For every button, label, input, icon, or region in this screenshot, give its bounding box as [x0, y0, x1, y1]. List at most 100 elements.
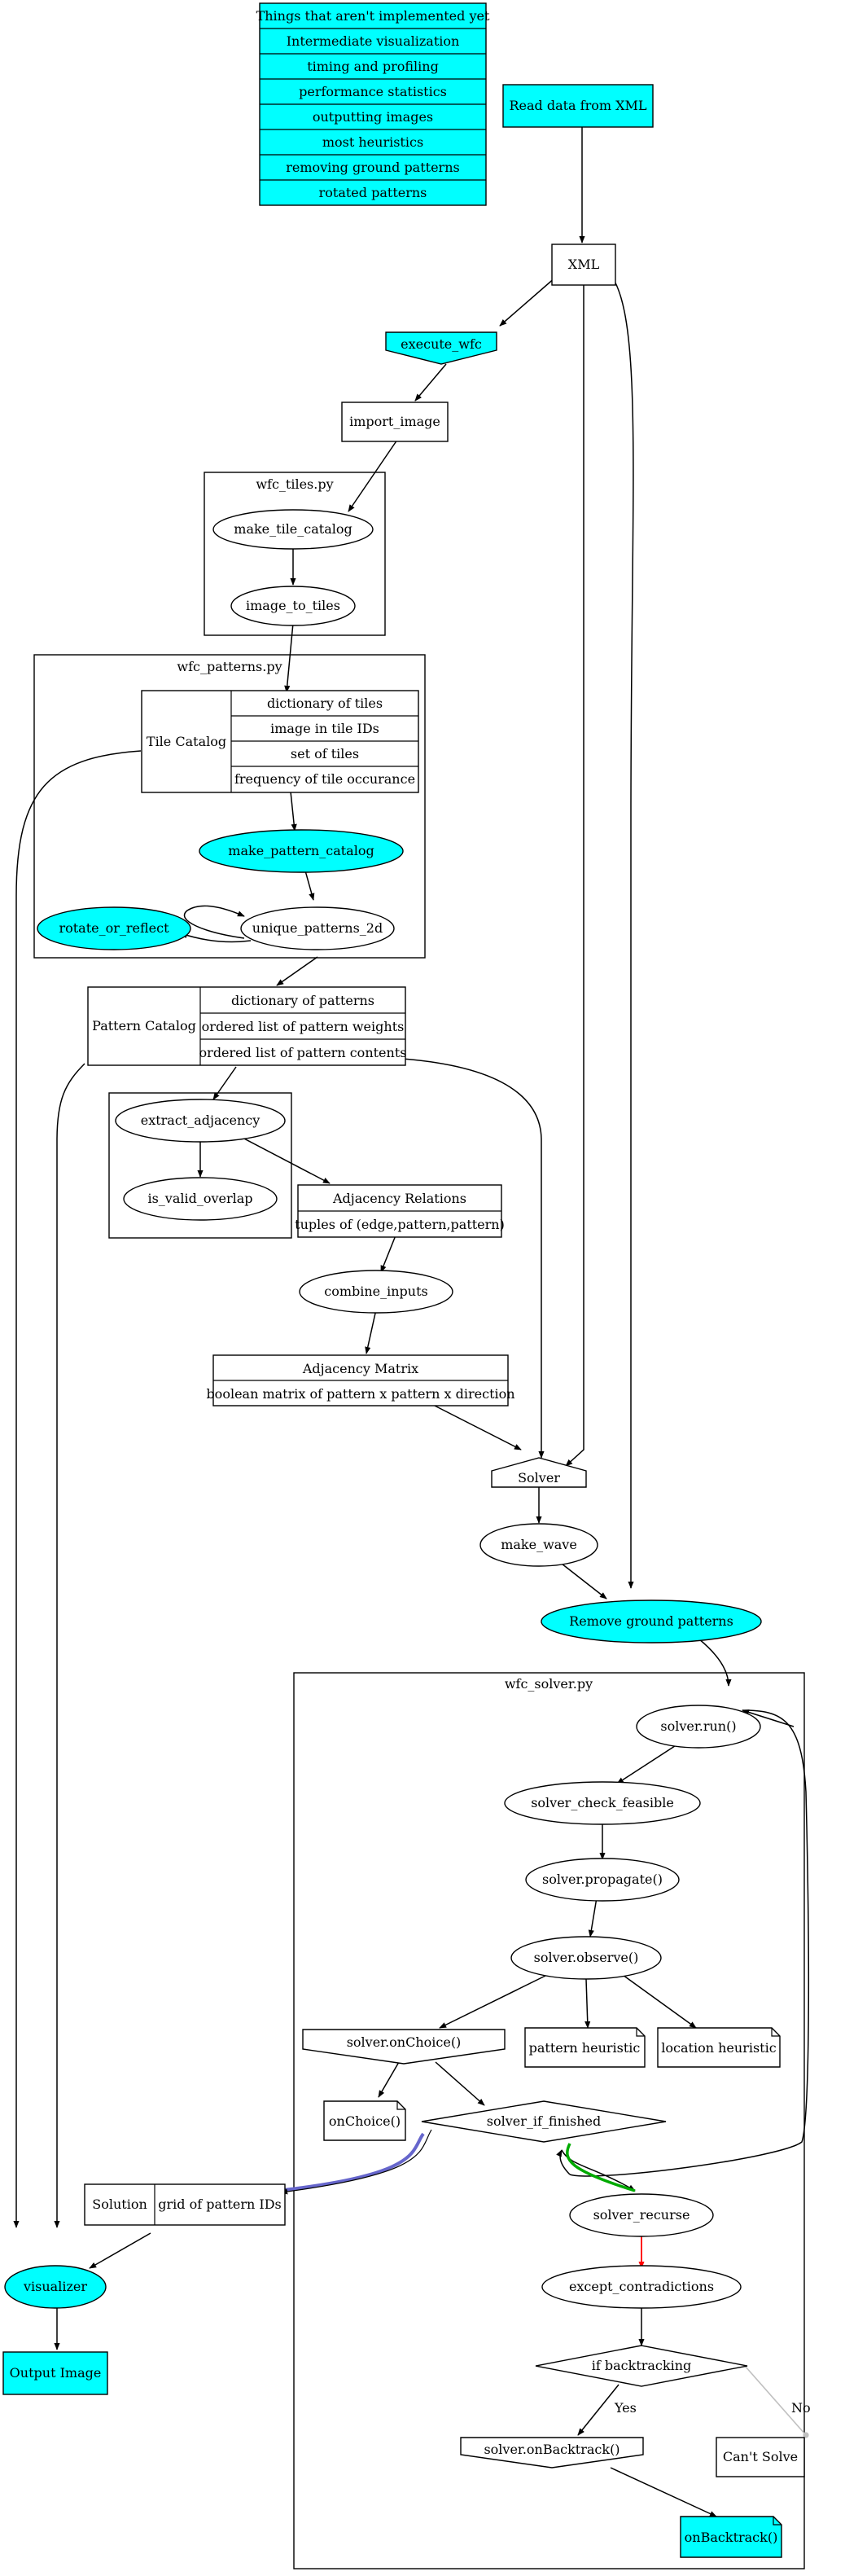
node-if-backtracking: if backtracking — [535, 2345, 748, 2387]
make-pattern-catalog-label: make_pattern_catalog — [228, 843, 374, 858]
node-make-wave: make_wave — [479, 1523, 598, 1567]
visualizer-label: visualizer — [23, 2279, 87, 2294]
read-xml-label: Read data from XML — [509, 98, 646, 113]
node-solver-run: solver.run() — [636, 1705, 761, 1749]
location-heuristic-label: location heuristic — [661, 2040, 776, 2056]
node-location-heuristic: location heuristic — [657, 2027, 781, 2068]
node-solver-onchoice: solver.onChoice() — [302, 2029, 506, 2065]
node-xml: XML — [551, 244, 616, 286]
node-solver: Solver — [491, 1457, 587, 1488]
pattern-catalog-field: dictionary of patterns — [231, 993, 374, 1008]
node-remove-ground-patterns: Remove ground patterns — [541, 1600, 762, 1643]
node-visualizer: visualizer — [4, 2265, 107, 2309]
solver-label: Solver — [518, 1470, 560, 1485]
cluster-wfc-solver: wfc_solver.py — [293, 1672, 805, 2569]
unique-patterns-2d-label: unique_patterns_2d — [252, 920, 383, 936]
adjacency-matrix-field: boolean matrix of pattern x pattern x di… — [206, 1386, 514, 1402]
output-image-label: Output Image — [10, 2365, 102, 2381]
node-onchoice-note: onChoice() — [323, 2100, 406, 2141]
tile-catalog-field: set of tiles — [291, 746, 359, 761]
tile-catalog-label: Tile Catalog — [147, 734, 226, 749]
adjacency-relations-label: Adjacency Relations — [332, 1191, 466, 1206]
onbacktrack-label: onBacktrack() — [685, 2530, 778, 2545]
solver-observe-label: solver.observe() — [534, 1950, 639, 1965]
cant-solve-label: Can't Solve — [723, 2449, 798, 2464]
adjacency-matrix-label: Adjacency Matrix — [302, 1361, 418, 1376]
except-contradictions-label: except_contradictions — [569, 2279, 714, 2294]
node-solver-observe: solver.observe() — [510, 1936, 662, 1980]
node-make-tile-catalog: make_tile_catalog — [212, 509, 374, 550]
solver-if-finished-label: solver_if_finished — [487, 2113, 601, 2129]
cluster-wfc-patterns-label: wfc_patterns.py — [177, 659, 282, 674]
extract-adjacency-label: extract_adjacency — [141, 1112, 261, 1128]
solver-propagate-label: solver.propagate() — [542, 1872, 663, 1887]
node-solver-propagate: solver.propagate() — [525, 1858, 680, 1902]
node-combine-inputs: combine_inputs — [299, 1270, 453, 1314]
node-make-pattern-catalog: make_pattern_catalog — [199, 829, 404, 873]
rotate-or-reflect-label: rotate_or_reflect — [59, 920, 169, 936]
node-solver-onbacktrack: solver.onBacktrack() — [460, 2437, 644, 2468]
pattern-catalog-label: Pattern Catalog — [92, 1018, 196, 1033]
solver-run-label: solver.run() — [660, 1718, 736, 1734]
solution-label: Solution — [92, 2196, 147, 2212]
todo-item: rotated patterns — [319, 185, 427, 200]
solution-field: grid of pattern IDs — [158, 2196, 281, 2212]
is-valid-overlap-label: is_valid_overlap — [147, 1191, 252, 1206]
todo-item: timing and profiling — [307, 59, 439, 74]
edge-label-yes: Yes — [614, 2400, 637, 2416]
cluster-wfc-tiles-label: wfc_tiles.py — [256, 476, 333, 492]
pattern-catalog-field: ordered list of pattern weights — [202, 1019, 405, 1034]
node-extract-adjacency: extract_adjacency — [115, 1099, 286, 1143]
node-solver-check-feasible: solver_check_feasible — [504, 1781, 701, 1825]
solver-recurse-label: solver_recurse — [593, 2207, 690, 2223]
node-unique-patterns-2d: unique_patterns_2d — [240, 906, 395, 950]
pattern-catalog-field: ordered list of pattern contents — [199, 1045, 407, 1060]
solver-onchoice-label: solver.onChoice() — [347, 2034, 462, 2050]
todo-item: outputting images — [313, 109, 433, 125]
combine-inputs-label: combine_inputs — [324, 1284, 428, 1299]
todo-item: removing ground patterns — [286, 160, 459, 175]
node-solver-if-finished: solver_if_finished — [421, 2100, 667, 2143]
node-read-xml: Read data from XML — [502, 84, 654, 128]
record-adjacency-matrix: Adjacency Matrix boolean matrix of patte… — [206, 1354, 515, 1406]
node-pattern-heuristic: pattern heuristic — [524, 2027, 646, 2068]
solver-check-feasible-label: solver_check_feasible — [531, 1795, 674, 1810]
record-pattern-catalog: Pattern Catalog dictionary of patterns o… — [87, 986, 407, 1066]
node-is-valid-overlap: is_valid_overlap — [123, 1177, 278, 1221]
todo-item: performance statistics — [299, 84, 447, 99]
record-solution: Solution grid of pattern IDs — [84, 2183, 286, 2226]
node-execute-wfc: execute_wfc — [385, 331, 497, 365]
if-backtracking-label: if backtracking — [592, 2358, 692, 2373]
make-wave-label: make_wave — [501, 1537, 577, 1552]
node-output-image: Output Image — [2, 2351, 108, 2395]
cluster-wfc-tiles: wfc_tiles.py — [204, 472, 386, 636]
todo-title: Things that aren't implemented yet — [256, 8, 490, 24]
record-tile-catalog: Tile Catalog dictionary of tiles image i… — [141, 690, 419, 793]
tile-catalog-field: image in tile IDs — [270, 721, 379, 736]
node-rotate-or-reflect: rotate_or_reflect — [37, 906, 191, 950]
todo-item: Intermediate visualization — [287, 33, 460, 49]
todo-table: Things that aren't implemented yet Inter… — [256, 2, 490, 206]
import-image-label: import_image — [349, 414, 440, 429]
todo-item: most heuristics — [322, 134, 423, 150]
tile-catalog-field: frequency of tile occurance — [234, 771, 415, 787]
remove-ground-patterns-label: Remove ground patterns — [569, 1613, 733, 1629]
cluster-wfc-patterns: wfc_patterns.py — [33, 654, 426, 959]
xml-label: XML — [568, 257, 600, 272]
onchoice-note-label: onChoice() — [329, 2113, 401, 2129]
node-onbacktrack: onBacktrack() — [680, 2516, 782, 2558]
node-solver-recurse: solver_recurse — [569, 2193, 714, 2237]
node-image-to-tiles: image_to_tiles — [230, 586, 356, 626]
make-tile-catalog-label: make_tile_catalog — [234, 521, 352, 537]
record-adjacency-relations: Adjacency Relations tuples of (edge,patt… — [295, 1184, 505, 1238]
node-except-contradictions: except_contradictions — [541, 2265, 742, 2309]
tile-catalog-field: dictionary of tiles — [267, 696, 383, 711]
cluster-wfc-solver-label: wfc_solver.py — [505, 1676, 593, 1692]
adjacency-relations-field: tuples of (edge,pattern,pattern) — [295, 1217, 505, 1232]
execute-wfc-label: execute_wfc — [401, 336, 482, 352]
node-import-image: import_image — [341, 402, 449, 442]
node-cant-solve: Can't Solve — [716, 2437, 805, 2477]
image-to-tiles-label: image_to_tiles — [246, 598, 340, 613]
edges — [13, 126, 810, 2517]
